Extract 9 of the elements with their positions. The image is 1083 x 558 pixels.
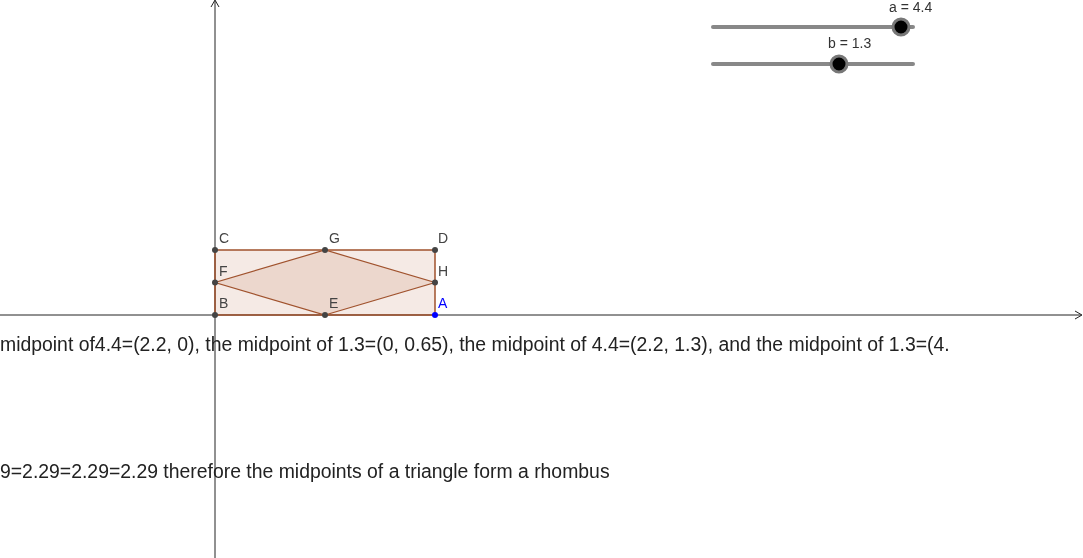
point-label: C	[219, 231, 230, 245]
point-label: G	[329, 231, 340, 245]
slider-label: b = 1.3	[828, 36, 872, 50]
slider-label: a = 4.4	[889, 0, 933, 14]
point-label: D	[438, 231, 449, 245]
text-line: midpoint of4.4=(2.2, 0), the midpoint of 1.3=(0, 0.65), the midpoint of 4.4=(2.2, 1.3), and the midpoint of 1.3=(4.	[0, 335, 950, 355]
point-label: A	[438, 296, 448, 310]
point-label: H	[438, 264, 449, 278]
text-line: 9=2.29=2.29=2.29 therefore the midpoints of a triangle form a rhombus	[0, 462, 610, 482]
